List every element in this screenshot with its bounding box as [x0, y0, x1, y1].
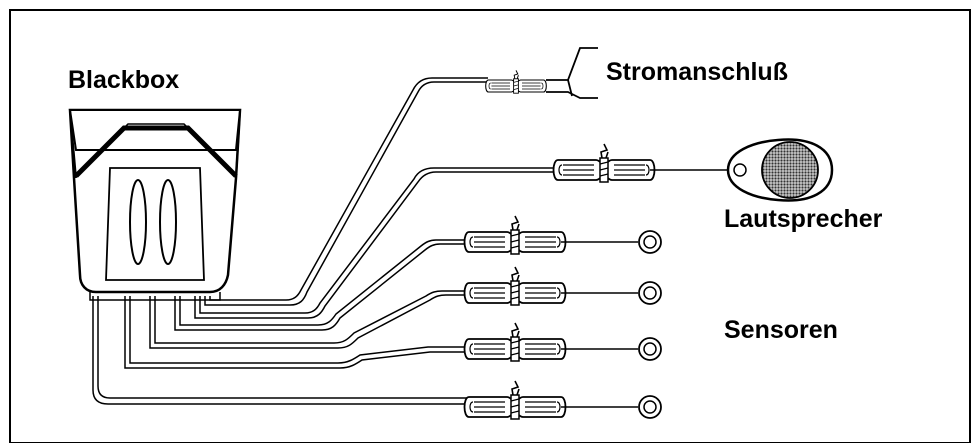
sensor-cable-2 [149, 294, 472, 349]
power-cable [204, 81, 488, 306]
blackbox-unit-icon [68, 108, 242, 301]
speaker-cable [194, 171, 555, 319]
cable-coil-icon [463, 215, 567, 255]
sensor-row-2 [463, 266, 662, 306]
power-plug-icon [485, 47, 598, 99]
sensor-icon [638, 281, 662, 305]
cable-coil-icon [552, 143, 656, 183]
sensor-row-4 [463, 380, 662, 420]
sensor-icon [638, 230, 662, 254]
power-connection-label: Stromanschluß [606, 58, 788, 86]
sensor-cable-4 [97, 296, 472, 399]
cable-coil-icon [463, 380, 567, 420]
sensors-label: Sensoren [724, 316, 838, 344]
cable-coil-icon [463, 266, 567, 306]
sensor-cable-3 [124, 296, 472, 369]
speaker-label: Lautsprecher [724, 205, 883, 233]
sensor-row-3 [463, 322, 662, 362]
cable-coil-icon [463, 322, 567, 362]
sensor-cable-1 [174, 243, 472, 331]
diagram-frame [9, 9, 971, 443]
sensor-icon [638, 337, 662, 361]
speaker-icon [552, 138, 834, 202]
blackbox-label: Blackbox [68, 66, 180, 94]
cable-bundle [92, 77, 555, 405]
sensor-row-1 [463, 215, 662, 255]
sensor-icon [638, 395, 662, 419]
